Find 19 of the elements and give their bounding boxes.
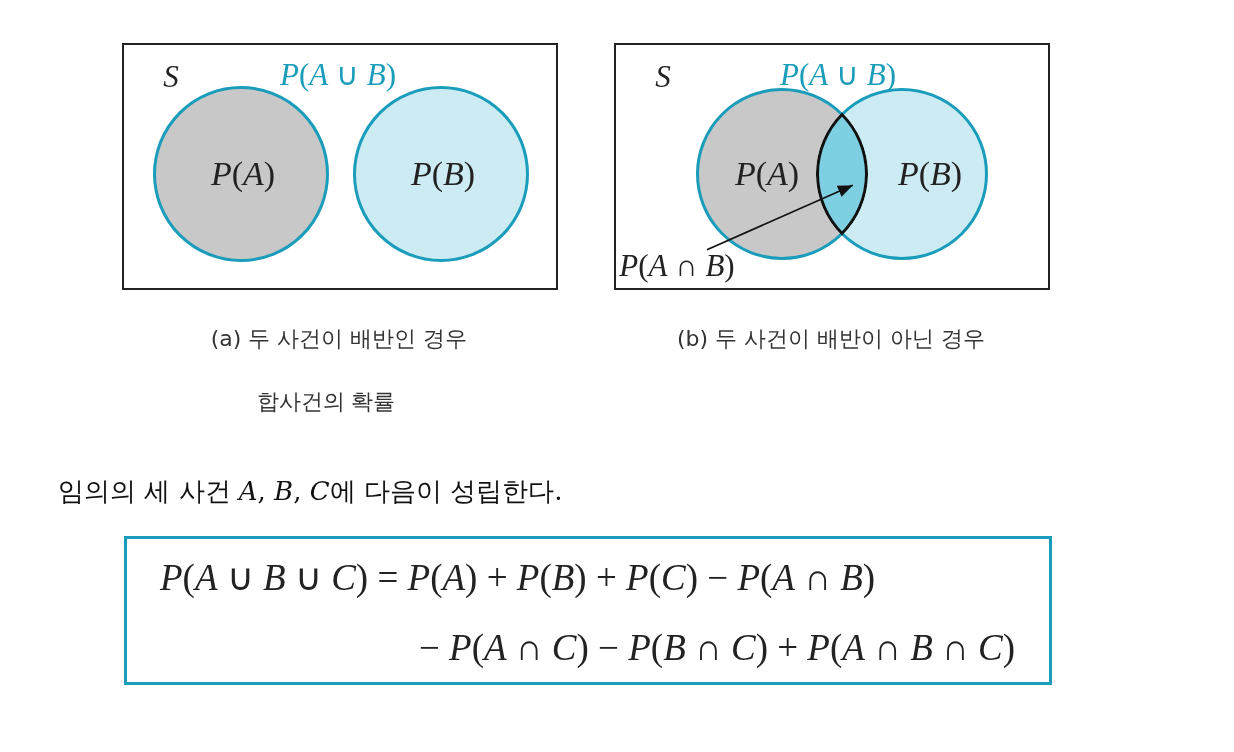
intersection-label: P(A ∩ B) bbox=[619, 249, 735, 283]
sample-space-label: S bbox=[655, 60, 671, 94]
leader-arrow bbox=[706, 184, 854, 251]
probability-label: P(B) bbox=[897, 156, 963, 192]
probability-label: P(B) bbox=[410, 156, 476, 192]
probability-label: P(A) bbox=[734, 156, 800, 192]
probability-label: P(A) bbox=[210, 156, 276, 192]
sample-space-box bbox=[122, 43, 558, 290]
formula-text: P(A ∪ B ∪ C) = P(A) + P(B) + P(C) − P(A ∩ B) − P(A ∩ C) − P(B ∩ C) + P(A ∩ B ∩ C) bbox=[160, 556, 1015, 670]
statement-text: 임의의 세 사건 A, B, C에 다음이 성립한다. bbox=[58, 478, 563, 506]
union-label: P(A ∪ B) bbox=[780, 58, 896, 92]
sample-space-box bbox=[614, 43, 1050, 290]
figure-caption: 합사건의 확률 bbox=[256, 390, 396, 414]
intersection-region bbox=[815, 112, 869, 236]
panel-caption: (a) 두 사건이 배반인 경우 bbox=[210, 327, 468, 351]
union-label: P(A ∪ B) bbox=[280, 58, 396, 92]
formula-box bbox=[124, 536, 1052, 685]
sample-space-label: S bbox=[163, 60, 179, 94]
panel-caption: (b) 두 사건이 배반이 아닌 경우 bbox=[676, 327, 986, 351]
